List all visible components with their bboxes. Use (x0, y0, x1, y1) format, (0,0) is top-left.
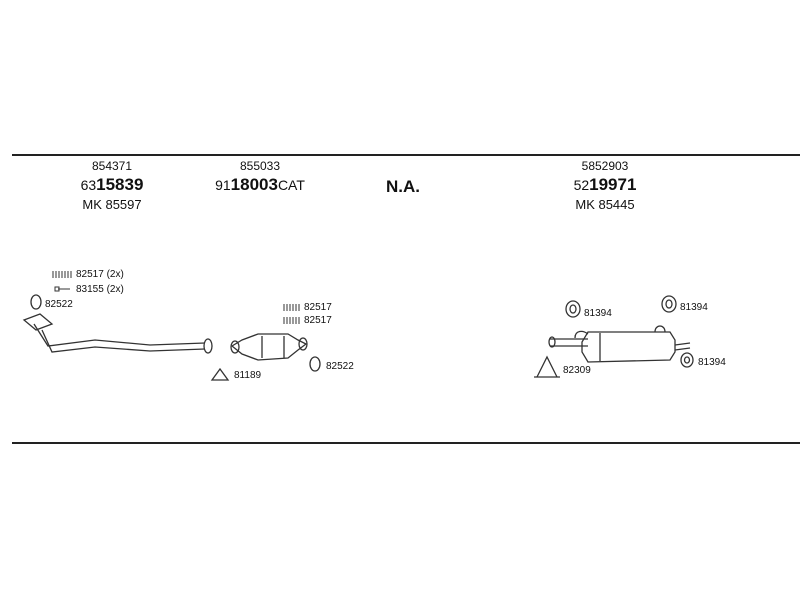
part-label: 81394 (584, 308, 612, 319)
part-number: 18003 (230, 175, 278, 194)
clamp-icon (283, 304, 300, 311)
front-pipe-drawing (22, 313, 213, 354)
gasket-icon (309, 356, 321, 372)
oem-number: 5852903 (581, 159, 629, 173)
part-label: 81189 (234, 370, 262, 381)
part-label: 83155 (2x) (76, 284, 124, 295)
header-catalytic-converter: 855033 9118003CAT (205, 160, 315, 198)
part-label: 82517 (304, 302, 332, 313)
part-number: 19971 (589, 175, 637, 194)
rear-muffler-drawing (548, 325, 691, 363)
part-prefix: 63 (80, 177, 97, 193)
part-suffix: CAT (277, 177, 305, 193)
alt-number: MK 85445 (575, 197, 635, 212)
not-available-label: N.A. (386, 177, 420, 196)
catalytic-converter-drawing (230, 333, 308, 361)
part-number: 15839 (96, 175, 144, 194)
part-label: 81394 (680, 302, 708, 313)
part-label: 82522 (45, 299, 73, 310)
header-rear-muffler: 5852903 5219971 MK 85445 (560, 160, 650, 211)
alt-number: MK 85597 (82, 197, 142, 212)
part-label: 82309 (563, 365, 591, 376)
gasket-icon (30, 294, 42, 310)
oem-number: 855033 (239, 159, 281, 173)
part-label: 82517 (2x) (76, 269, 124, 280)
header-front-pipe: 854371 6315839 MK 85597 (72, 160, 152, 211)
part-label: 81394 (698, 357, 726, 368)
bolt-icon (54, 286, 70, 292)
top-divider (12, 154, 800, 156)
mount-icon (565, 300, 581, 318)
mount-icon (680, 352, 694, 368)
mount-icon (661, 295, 677, 313)
oem-number: 854371 (91, 159, 133, 173)
part-label: 82522 (326, 361, 354, 372)
part-prefix: 91 (215, 177, 231, 193)
part-label: 82517 (304, 315, 332, 326)
u-clamp-icon (534, 355, 560, 378)
bottom-divider (12, 442, 800, 444)
clamp-icon (52, 271, 72, 278)
gasket-icon (210, 367, 230, 381)
clamp-icon (283, 317, 300, 324)
part-prefix: 52 (573, 177, 590, 193)
